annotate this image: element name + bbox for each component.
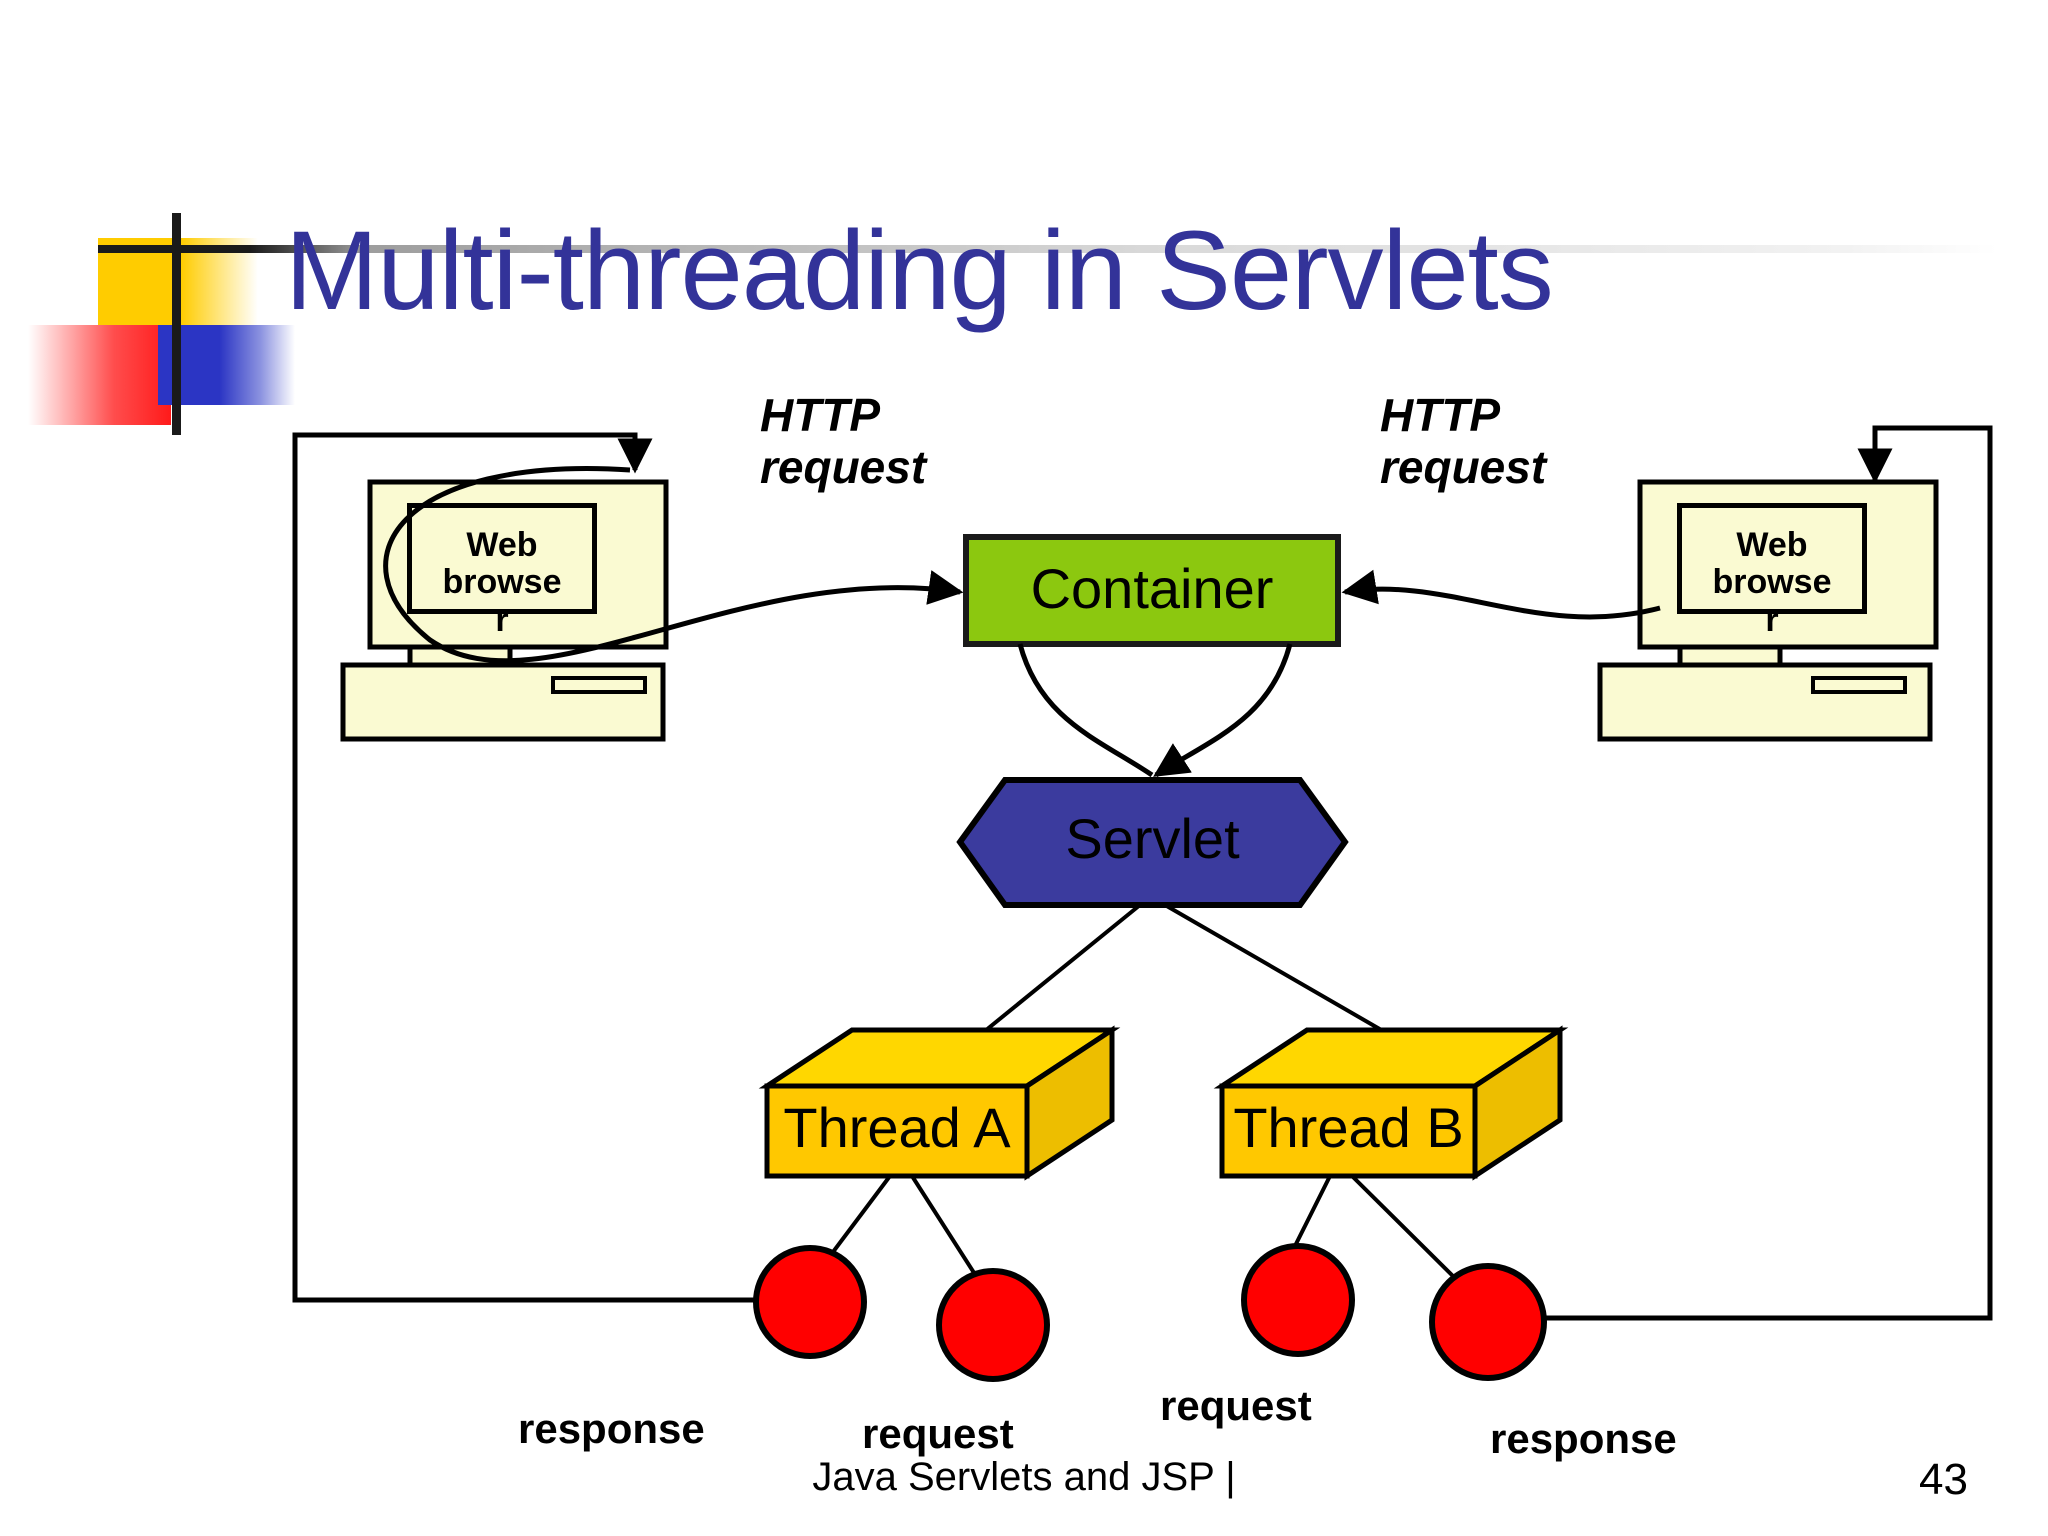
thread-a-to-ep2 xyxy=(910,1174,987,1292)
endpoint-label-response-left: response xyxy=(518,1405,705,1452)
container-node-label: Container xyxy=(1030,557,1274,620)
thread-a-node-label: Thread A xyxy=(783,1096,1011,1159)
web-browser-right-label: Web browse r xyxy=(1712,526,1832,639)
title-horizontal-rule xyxy=(98,245,1998,253)
http-request-label-right: HTTP request xyxy=(1380,389,1547,493)
request-curve-right xyxy=(1341,569,1661,620)
endpoint-circle-request-left xyxy=(936,1268,1050,1382)
logo-red-square xyxy=(28,325,171,425)
web-browser-left-label: Web browse r xyxy=(442,526,562,639)
thread-b-node-label: Thread B xyxy=(1233,1096,1464,1159)
logo-vertical-rule xyxy=(172,213,181,435)
servlet-node xyxy=(956,777,1349,908)
servlet-to-thread-a xyxy=(978,903,1142,1037)
slide-footer: Java Servlets and JSP | xyxy=(812,1455,1236,1499)
http-request-label-left: HTTP request xyxy=(760,389,927,493)
endpoint-label-request-left: request xyxy=(862,1410,1014,1457)
web-browser-right xyxy=(1597,479,1939,742)
endpoint-label-response-right: response xyxy=(1490,1415,1677,1462)
servlet-to-thread-b xyxy=(1163,903,1392,1037)
slide-page-number: 43 xyxy=(1919,1455,1968,1504)
container-to-servlet-right xyxy=(1153,643,1293,778)
request-curve-left xyxy=(383,466,964,664)
thread-b-to-ep4 xyxy=(1350,1174,1469,1292)
servlet-node-label: Servlet xyxy=(1065,807,1240,870)
response-path-right xyxy=(1540,425,1993,1321)
endpoint-label-request-right: request xyxy=(1160,1382,1312,1429)
container-node xyxy=(963,534,1341,647)
thread-b-node xyxy=(1213,1025,1569,1181)
thread-a-node xyxy=(758,1025,1121,1181)
response-path-left xyxy=(292,432,760,1303)
endpoint-circle-response-right xyxy=(1429,1263,1547,1381)
endpoint-circle-response-left xyxy=(753,1245,867,1359)
slide-logo-mark xyxy=(0,150,295,435)
endpoint-circle-request-right xyxy=(1241,1243,1355,1357)
page-title: Multi-threading in Servlets xyxy=(285,208,1554,333)
container-to-servlet-left xyxy=(1017,643,1154,778)
